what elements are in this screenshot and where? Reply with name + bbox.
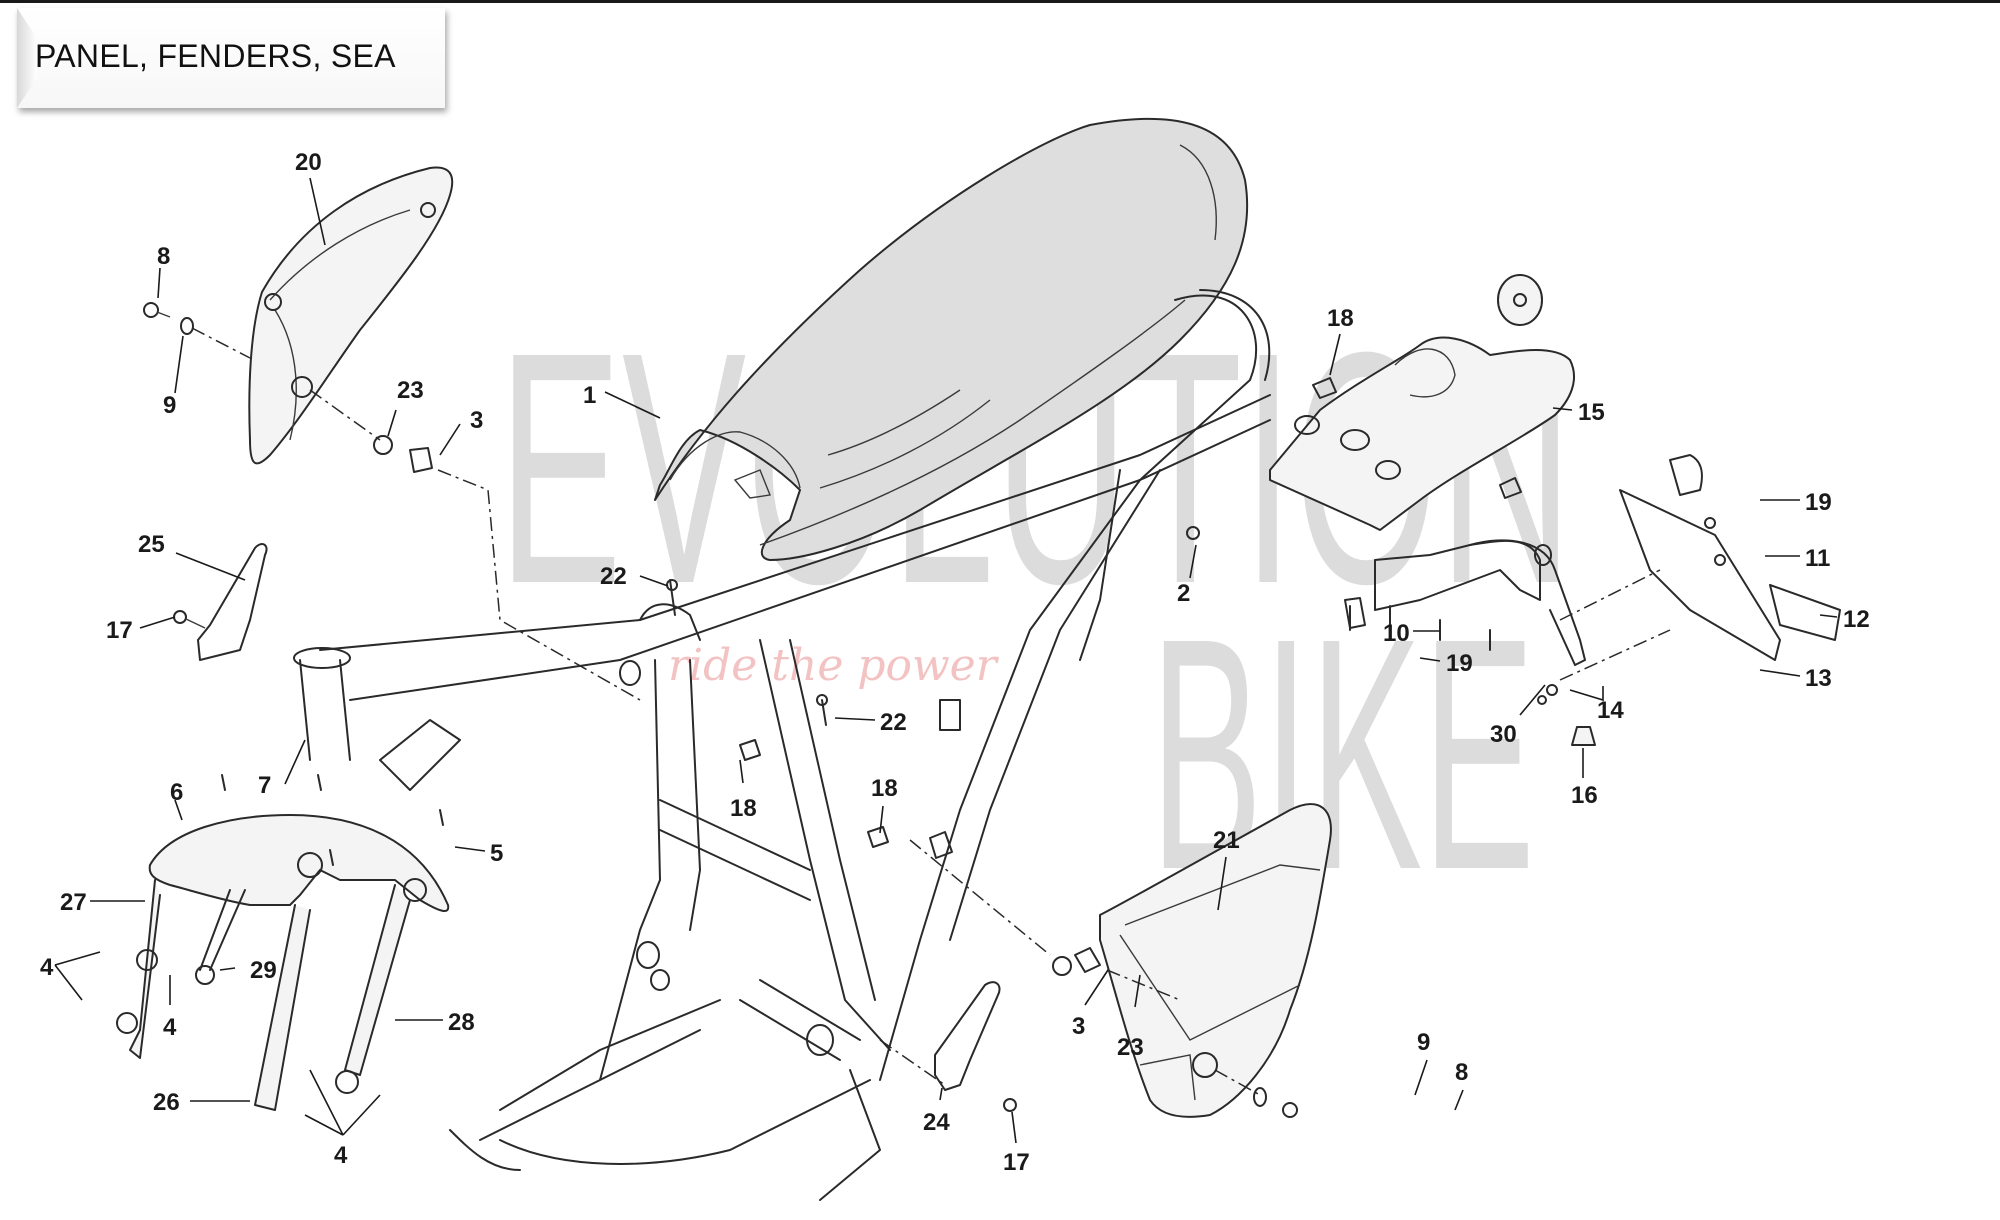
front-mudguard-part[interactable] [116, 814, 450, 1111]
rear-mudguard-part[interactable] [1269, 274, 1575, 531]
right-side-panel-part[interactable] [909, 803, 1332, 1118]
callout-24[interactable]: 24 [923, 1109, 950, 1136]
callout-1[interactable]: 1 [583, 382, 596, 409]
callout-2[interactable]: 2 [1177, 580, 1190, 607]
callout-9[interactable]: 9 [1417, 1029, 1430, 1056]
callout-7[interactable]: 7 [258, 772, 271, 799]
callout-13[interactable]: 13 [1805, 665, 1832, 692]
callout-19[interactable]: 19 [1805, 489, 1832, 516]
callout-27[interactable]: 27 [60, 889, 87, 916]
callout-16[interactable]: 16 [1571, 782, 1598, 809]
callout-23[interactable]: 23 [1117, 1034, 1144, 1061]
callout-18[interactable]: 18 [730, 795, 757, 822]
page-title: PANEL, FENDERS, SEA [35, 38, 396, 74]
callout-18[interactable]: 18 [871, 775, 898, 802]
callout-28[interactable]: 28 [448, 1009, 475, 1036]
callout-4[interactable]: 4 [40, 954, 54, 981]
callout-22[interactable]: 22 [600, 563, 627, 590]
callout-26[interactable]: 26 [153, 1089, 180, 1116]
bracket-25-part[interactable] [173, 543, 268, 661]
callout-19[interactable]: 19 [1446, 650, 1473, 677]
leader-lines [54, 177, 1838, 1144]
callout-22[interactable]: 22 [880, 709, 907, 736]
callout-10[interactable]: 10 [1383, 620, 1410, 647]
callout-11[interactable]: 11 [1805, 545, 1830, 572]
callout-3[interactable]: 3 [470, 407, 483, 434]
top-border-line [0, 0, 2000, 3]
left-side-panel-part[interactable] [248, 166, 454, 465]
callout-25[interactable]: 25 [138, 531, 165, 558]
screw-washer-left[interactable] [143, 302, 641, 701]
title-banner: PANEL, FENDERS, SEA [17, 8, 445, 108]
callout-15[interactable]: 15 [1578, 399, 1605, 426]
frame [293, 289, 1271, 1201]
callout-17[interactable]: 17 [106, 617, 133, 644]
seat-part[interactable] [654, 117, 1249, 561]
callouts: 20 8 9 23 3 1 25 17 22 2 18 15 19 11 12 … [40, 149, 1870, 1176]
callout-6[interactable]: 6 [170, 779, 183, 806]
callout-4[interactable]: 4 [334, 1142, 348, 1169]
callout-5[interactable]: 5 [490, 840, 503, 867]
callout-18[interactable]: 18 [1327, 305, 1354, 332]
watermark-tagline: ride the power [668, 640, 1000, 691]
callout-8[interactable]: 8 [157, 243, 170, 270]
callout-30[interactable]: 30 [1490, 721, 1517, 748]
callout-21[interactable]: 21 [1213, 827, 1240, 854]
callout-14[interactable]: 14 [1597, 697, 1624, 724]
callout-4[interactable]: 4 [163, 1014, 177, 1041]
callout-20[interactable]: 20 [295, 149, 322, 176]
callout-12[interactable]: 12 [1843, 606, 1870, 633]
callout-23[interactable]: 23 [397, 377, 424, 404]
license-plate-holder-part[interactable] [1344, 454, 1841, 746]
callout-8[interactable]: 8 [1455, 1059, 1468, 1086]
callout-3[interactable]: 3 [1072, 1013, 1085, 1040]
callout-29[interactable]: 29 [250, 957, 277, 984]
callout-17[interactable]: 17 [1003, 1149, 1030, 1176]
bracket-24-part[interactable] [879, 981, 1017, 1112]
callout-9[interactable]: 9 [163, 392, 176, 419]
